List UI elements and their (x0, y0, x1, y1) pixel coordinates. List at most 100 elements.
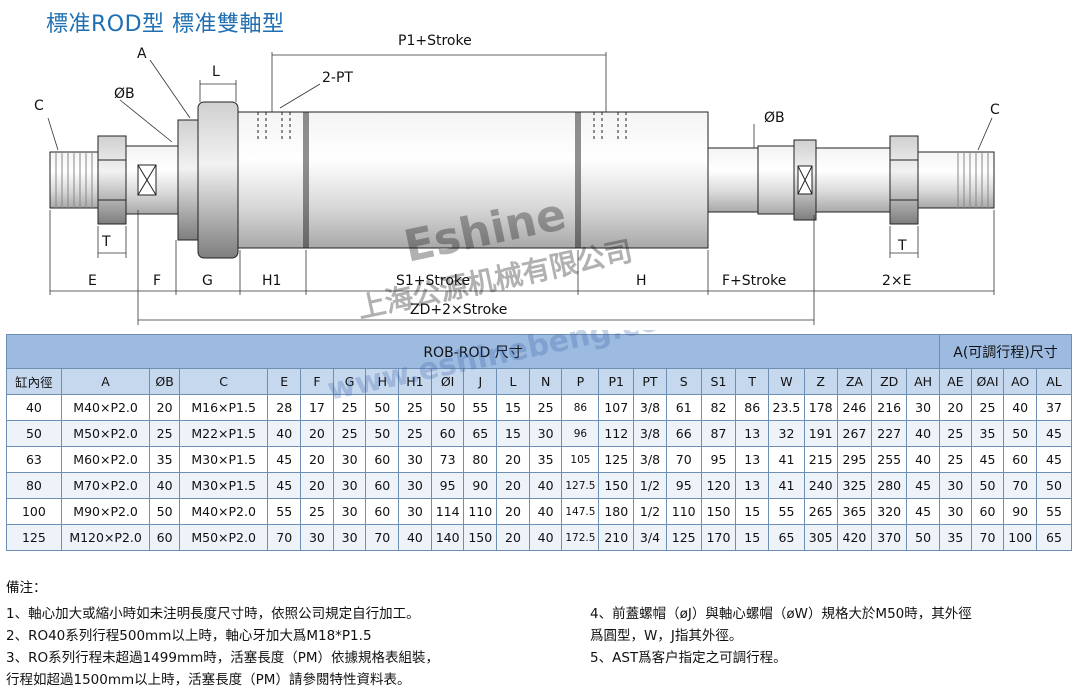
table-cell: 215 (803, 446, 838, 473)
table-cell: M50×P2.0 (178, 524, 269, 551)
table-cell: 40 (906, 446, 941, 473)
table-cell: 30 (332, 446, 367, 473)
column-header: J (463, 368, 498, 395)
table-cell: 320 (871, 498, 908, 525)
table-cell: 20 (496, 472, 530, 499)
table-cell: 25 (149, 420, 180, 447)
table-cell: 120 (700, 472, 737, 499)
table-cell: 90 (463, 472, 498, 499)
label-c-left: C (34, 98, 44, 114)
table-cell: 3/4 (633, 524, 667, 551)
table-cell: 420 (836, 524, 873, 551)
table-cell: 30 (939, 498, 972, 525)
column-header: F (300, 368, 334, 395)
cylinder-tube (305, 111, 579, 249)
table-cell: 127.5 (561, 472, 600, 499)
table-cell: M40×P2.0 (178, 498, 269, 525)
table-cell: 265 (803, 498, 838, 525)
table-cell: 1/2 (633, 498, 667, 525)
table-cell: 55 (1036, 498, 1072, 525)
table-cell: 80 (6, 472, 62, 499)
table-cell: 147.5 (561, 498, 600, 525)
right-thread (917, 151, 995, 209)
label-p1-stroke: P1+Stroke (398, 33, 472, 49)
label-f-stroke: F+Stroke (722, 273, 786, 289)
table-cell: 73 (430, 446, 465, 473)
table-cell: 140 (430, 524, 465, 551)
table-cell: 110 (665, 498, 702, 525)
table-cell: 60 (970, 498, 1005, 525)
label-t-right: T (897, 238, 907, 254)
table-cell: 3/8 (633, 420, 667, 447)
table-cell: 40 (528, 524, 563, 551)
table-cell: 70 (267, 524, 302, 551)
table-cell: 65 (1036, 524, 1072, 551)
table-cell: 17 (300, 394, 334, 421)
table-cell: 25 (398, 394, 432, 421)
table-cell: 30 (528, 420, 563, 447)
table-cell: 66 (665, 420, 702, 447)
table-cell: 25 (398, 420, 432, 447)
note-line: 2、RO40系列行程500mm以上時，軸心牙加大爲M18*P1.5 (6, 628, 372, 644)
table-cell: 50 (906, 524, 941, 551)
table-cell: 125 (665, 524, 702, 551)
table-cell: 60 (430, 420, 465, 447)
table-cell: 227 (871, 420, 908, 447)
table-cell: 40 (6, 394, 62, 421)
table-cell: 55 (768, 498, 805, 525)
label-s1-stroke: S1+Stroke (396, 273, 470, 289)
table-cell: M90×P2.0 (60, 498, 151, 525)
table-cell: 45 (1036, 420, 1072, 447)
notes-right: 4、前蓋螺帽（øJ）與軸心螺帽（øW）規格大於M50時，其外徑 爲圓型，W，J指… (590, 603, 1076, 669)
label-g: G (202, 273, 213, 289)
table-cell: 65 (768, 524, 805, 551)
label-zd-stroke: ZD+2×Stroke (410, 302, 507, 318)
table-cell: 172.5 (561, 524, 600, 551)
label-c-right: C (990, 102, 1000, 118)
table-cell: 60 (365, 472, 400, 499)
table-cell: 3/8 (633, 394, 667, 421)
column-header: PT (633, 368, 667, 395)
table-cell: M30×P1.5 (178, 446, 269, 473)
table-cell: 30 (332, 498, 367, 525)
table-cell: 112 (598, 420, 635, 447)
note-line: 行程如超過1500mm以上時，活塞長度（PM）請參閱特性資料表。 (6, 672, 411, 688)
column-header: C (178, 368, 269, 395)
table-cell: 13 (735, 446, 770, 473)
table-cell: 150 (700, 498, 737, 525)
label-2xe: 2×E (882, 273, 911, 289)
column-header: AH (906, 368, 941, 395)
table-cell: 60 (365, 498, 400, 525)
table-cell: 40 (267, 420, 302, 447)
column-header: ØI (430, 368, 465, 395)
table-cell: 65 (463, 420, 498, 447)
table-cell: 255 (871, 446, 908, 473)
table-cell: 25 (332, 394, 367, 421)
table-cell: 15 (735, 498, 770, 525)
table-cell: 30 (300, 524, 334, 551)
label-f: F (153, 273, 161, 289)
table-cell: 45 (1036, 446, 1072, 473)
table-cell: 30 (398, 472, 432, 499)
table-cell: 178 (803, 394, 838, 421)
table-cell: 25 (939, 420, 972, 447)
table-cell: 110 (463, 498, 498, 525)
table-cell: 240 (803, 472, 838, 499)
notes-title: 備注： (6, 580, 47, 596)
label-t-left: T (101, 234, 111, 250)
column-header: AL (1036, 368, 1072, 395)
table-cell: 30 (332, 524, 367, 551)
table-cell: 15 (496, 394, 530, 421)
column-header: Z (803, 368, 838, 395)
table-cell: M16×P1.5 (178, 394, 269, 421)
label-h1: H1 (262, 273, 281, 289)
note-line: 4、前蓋螺帽（øJ）與軸心螺帽（øW）規格大於M50時，其外徑 (590, 606, 972, 622)
table-cell: 150 (598, 472, 635, 499)
table-cell: 25 (332, 420, 367, 447)
table-cell: 70 (1003, 472, 1038, 499)
table-cell: 13 (735, 472, 770, 499)
table-cell: 28 (267, 394, 302, 421)
